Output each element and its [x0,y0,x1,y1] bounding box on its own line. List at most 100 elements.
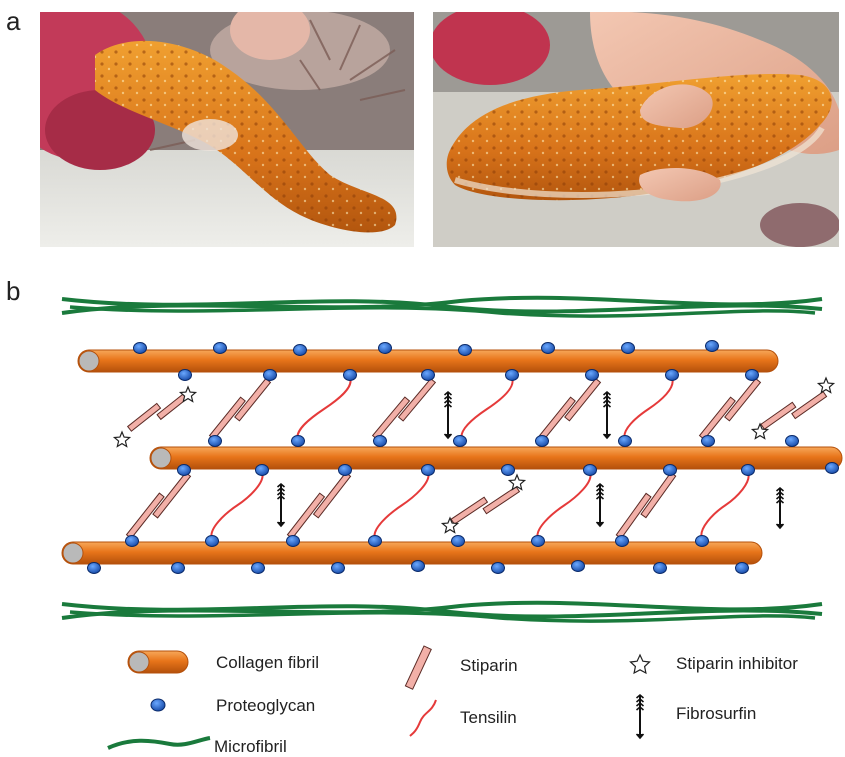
proteoglycan [666,370,679,381]
stiparin [210,374,271,445]
legend-proteoglycan-label: Proteoglycan [216,696,315,715]
proteoglycan [706,341,719,352]
proteoglycan [134,343,147,354]
fibrosurfin [637,695,644,738]
stiparin-inhibitor [114,432,129,447]
proteoglycan [654,563,667,574]
proteoglycan [506,370,519,381]
legend-fibrosurfin-label: Fibrosurfin [676,704,756,723]
proteoglycan [252,563,265,574]
proteoglycan [742,465,755,476]
stiparin [127,468,191,544]
collagen-fibril-end [63,543,83,563]
proteoglycan [826,463,839,474]
proteoglycan [422,465,435,476]
fibrosurfin-tip [445,434,452,438]
legend-stiparin-inhibitor: Stiparin inhibitor [631,654,799,673]
proteoglycan [532,536,545,547]
fibrosurfin [445,392,452,438]
fibrosurfin-tip [278,522,285,526]
proteoglycan [616,536,629,547]
stiparin-segment [451,497,487,524]
fibrosurfin [604,392,611,438]
legend-collagen-fibril: Collagen fibril [128,651,319,673]
legend-stiparin: Stiparin [405,646,517,689]
stiparin [700,374,761,445]
fibrosurfin-tip [637,734,644,738]
stiparin [373,374,436,445]
proteoglycan [459,345,472,356]
stiparin-segment [483,487,519,514]
proteoglycan [339,465,352,476]
proteoglycan [542,343,555,354]
collagen-fibril [150,447,842,469]
proteoglycan [664,465,677,476]
star-icon [631,655,650,673]
fibrosurfin [597,484,604,526]
proteoglycan [369,536,382,547]
inhibited-stiparin [761,384,827,436]
tensilin [211,472,262,539]
stiparin-segment [792,392,827,419]
photo-relaxed-sea-cucumber [5,0,414,247]
collagen-fibril [62,542,762,564]
proteoglycan [294,345,307,356]
proteoglycan [454,436,467,447]
stiparin [540,374,601,445]
fibrosurfin [278,484,285,526]
proteoglycan [586,370,599,381]
proteoglycan [452,536,465,547]
stiparin-segment [761,402,796,429]
proteoglycan [702,436,715,447]
proteoglycan [746,370,759,381]
legend-microfibril: Microfibril [108,737,287,756]
proteoglycan [422,370,435,381]
proteoglycan [622,343,635,354]
proteoglycan [209,436,222,447]
proteoglycan [264,370,277,381]
proteoglycan [412,561,425,572]
legend-stiparin-inhibitor-label: Stiparin inhibitor [676,654,798,673]
legend-proteoglycan: Proteoglycan [151,696,315,715]
legend: Collagen fibril Proteoglycan Microfibril… [108,646,798,756]
panel-b-label: b [6,276,20,306]
tensilin [297,378,350,440]
proteoglycan [786,436,799,447]
tensilin [374,472,428,539]
proteoglycan [619,436,632,447]
proteoglycan [178,465,191,476]
collagen-fibril [78,350,778,372]
proteoglycan [206,536,219,547]
legend-collagen-fibril-label: Collagen fibril [216,653,319,672]
panel-a-label: a [6,6,21,36]
fibrosurfin-tip [597,522,604,526]
proteoglycan [736,563,749,574]
stiparin-segment [128,403,161,431]
stiparin-icon [405,646,431,689]
photo-stiffened-sea-cucumber [430,5,840,247]
proteoglycan-icon [151,699,165,711]
fibrosurfin-tip [777,524,784,528]
proteoglycan [179,370,192,381]
proteoglycan [536,436,549,447]
proteoglycan [287,536,300,547]
collagen-fibril-end [151,448,171,468]
legend-fibrosurfin [637,695,644,738]
proteoglycan [126,536,139,547]
proteoglycan [88,563,101,574]
tensilin [701,472,748,539]
tensilin [461,378,512,440]
proteoglycan [696,536,709,547]
proteoglycan [292,436,305,447]
microfibril [70,307,815,316]
stiparin [616,468,675,543]
proteoglycan [332,563,345,574]
proteoglycan [214,343,227,354]
legend-tensilin: Tensilin [410,700,517,736]
tensilin-icon [410,700,436,736]
proteoglycan [172,563,185,574]
inhibited-stiparin [451,479,519,531]
fibrosurfin [777,488,784,528]
proteoglycan [374,436,387,447]
